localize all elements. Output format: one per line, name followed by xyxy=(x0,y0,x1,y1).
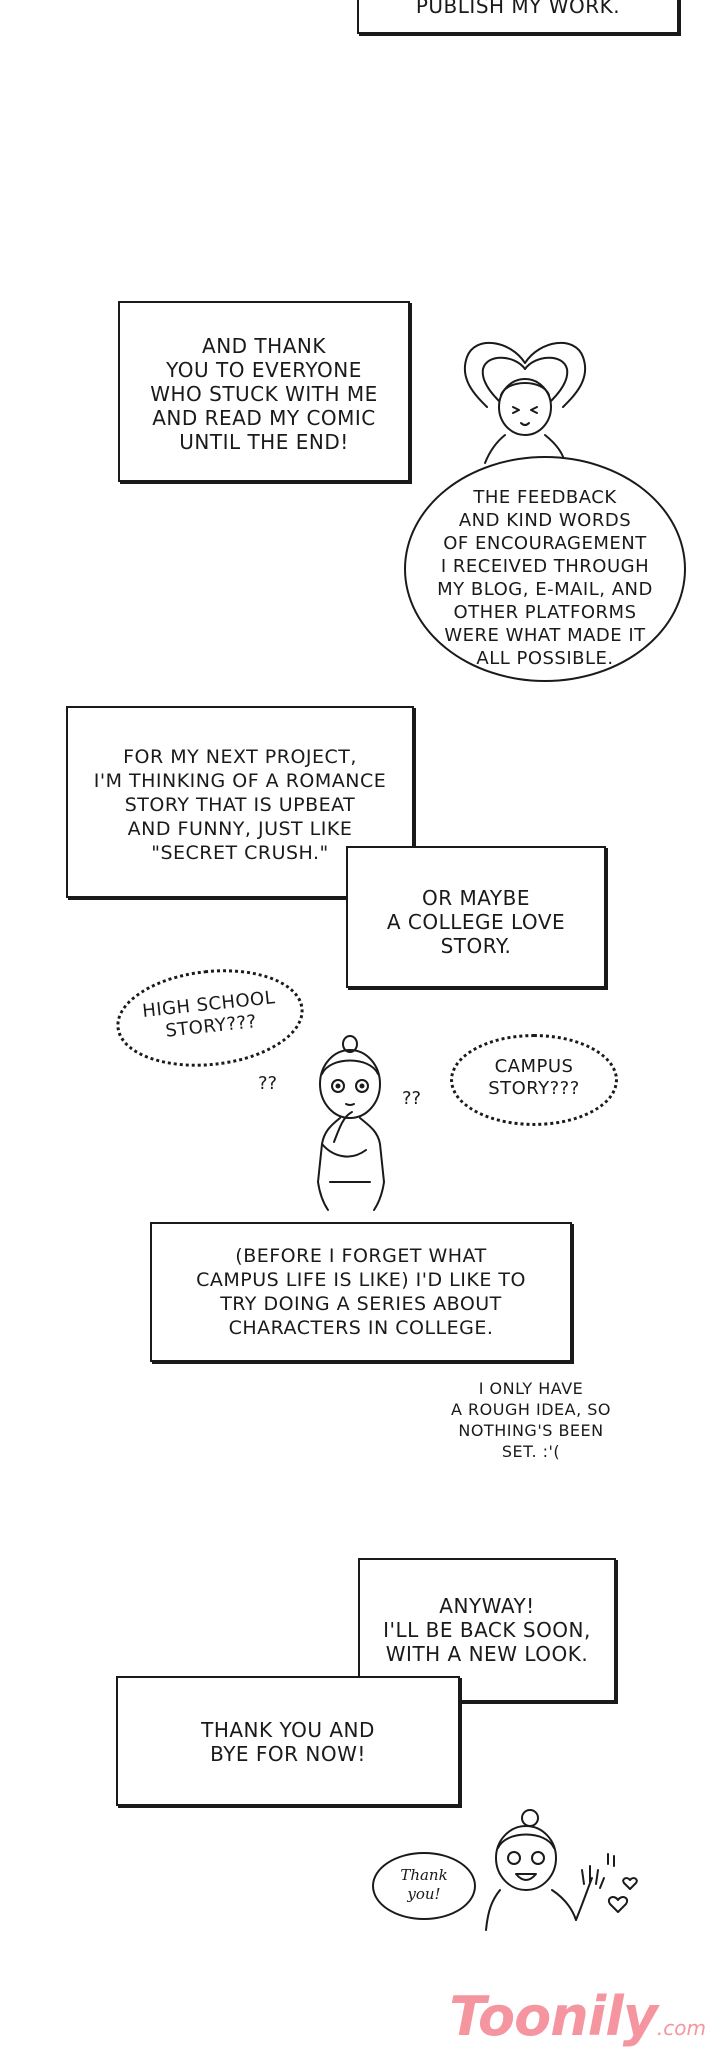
thinking-character-illustration xyxy=(317,1035,385,1211)
thanks-caption-text: AND THANK YOU TO EVERYONE WHO STUCK WITH… xyxy=(150,334,378,454)
toonily-watermark: Toonily.com xyxy=(449,1985,706,2048)
campus-life-caption-box xyxy=(150,1222,572,1362)
feedback-bubble-text: THE FEEDBACK AND KIND WORDS OF ENCOURAGE… xyxy=(437,487,653,669)
top-caption-text: PUBLISH MY WORK. xyxy=(415,0,621,18)
campus-life-caption-text: (BEFORE I FORGET WHAT CAMPUS LIFE IS LIK… xyxy=(196,1245,526,1339)
bye-caption-box xyxy=(116,1676,460,1806)
next-project-caption-text: FOR MY NEXT PROJECT, I'M THINKING OF A R… xyxy=(93,746,387,864)
question-marks-right: ?? xyxy=(402,1088,422,1109)
rough-idea-note: I ONLY HAVE A ROUGH IDEA, SO NOTHING'S B… xyxy=(451,1379,611,1461)
anyway-caption-text: ANYWAY! I'LL BE BACK SOON, WITH A NEW LO… xyxy=(383,1594,591,1666)
thank-you-bubble-text: Thank you! xyxy=(400,1866,448,1903)
watermark-suffix: .com xyxy=(656,2016,706,2040)
college-caption-box xyxy=(346,846,606,988)
campus-thought-cloud xyxy=(450,1034,618,1126)
thank-you-speech-bubble xyxy=(372,1852,476,1920)
top-caption-box xyxy=(357,0,679,34)
bye-caption-text: THANK YOU AND BYE FOR NOW! xyxy=(201,1718,375,1766)
college-caption-text: OR MAYBE A COLLEGE LOVE STORY. xyxy=(386,886,566,958)
thanks-caption-box xyxy=(118,301,410,482)
watermark-brand: Toonily xyxy=(449,1985,658,2048)
question-marks-left: ?? xyxy=(258,1073,278,1094)
waving-character-illustration xyxy=(485,1809,638,1931)
heart-arms-character-illustration xyxy=(464,341,586,464)
feedback-speech-bubble xyxy=(404,456,686,682)
campus-thought-text: CAMPUS STORY??? xyxy=(488,1056,580,1099)
